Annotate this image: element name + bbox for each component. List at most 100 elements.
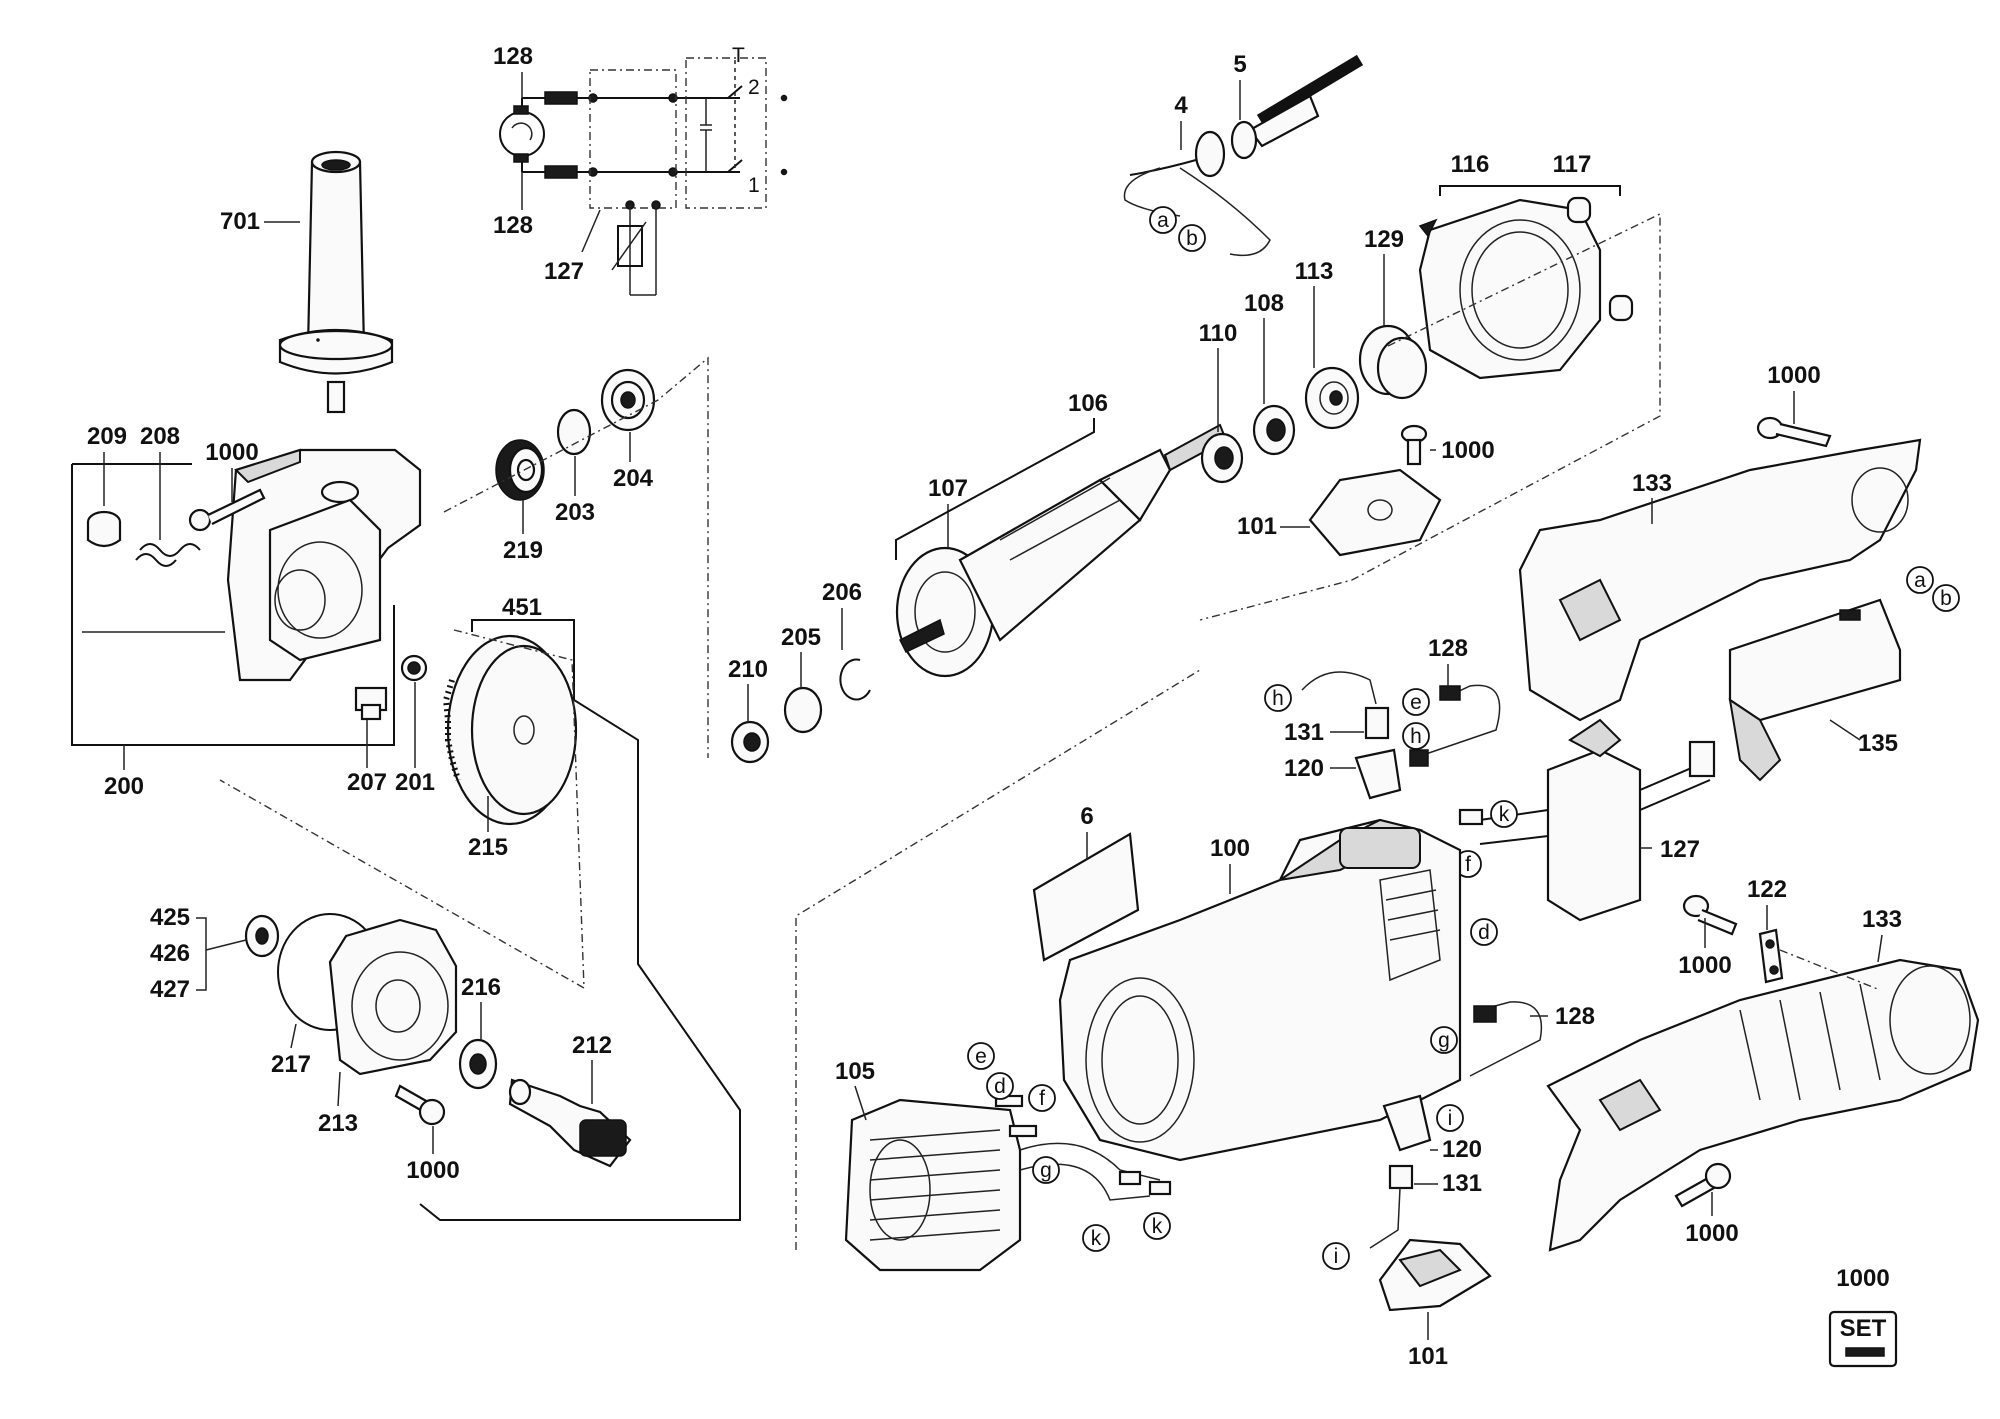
label-207: 207 [347,769,387,796]
label-128-upper: 128 [1428,635,1468,662]
conn-b2: b [1932,584,1960,612]
bearing-108 [1252,404,1296,456]
gear-housing [226,338,422,682]
conn-d2: d [986,1072,1014,1100]
side-handle [278,150,394,414]
connector-k-module: k [1499,803,1510,826]
label-6: 6 [1080,803,1093,830]
axis-line-housing [795,669,1201,1250]
label-101-top: 101 [1237,513,1277,540]
label-105: 105 [835,1058,875,1085]
screw-1000-flange [394,1084,446,1126]
label-205: 205 [781,624,821,651]
label-217: 217 [271,1051,311,1078]
label-128-schematic-top: 128 [493,43,533,70]
bearing-204 [600,368,656,432]
label-122: 122 [1747,876,1787,903]
motor-symbol [499,111,545,157]
field-105 [844,1094,1172,1272]
label-1000-set: 1000 [1836,1265,1889,1292]
connector-g-lower: g [1438,1029,1450,1052]
motor-housing-100 [1058,818,1462,1162]
label-1000-clip: 1000 [1678,952,1731,979]
connector-d-field: d [994,1075,1006,1098]
group-451-bracket [419,619,741,1221]
group-200-bracket [71,464,395,746]
switch-pos-1-label: 1 [748,174,760,197]
label-128-lower: 128 [1555,1003,1595,1030]
label-100: 100 [1210,835,1250,862]
label-1000-bottom: 1000 [1685,1220,1738,1247]
group-116-117-bracket [1439,185,1621,196]
motor-rotation-arrow [511,122,533,141]
connector-k-field-right: k [1152,1215,1163,1238]
label-209: 209 [87,423,127,450]
handle-shell-133 [1546,958,1980,1252]
flange-213 [328,918,458,1076]
label-5: 5 [1233,51,1246,78]
label-4: 4 [1174,92,1188,119]
connector-k-field-left: k [1091,1227,1102,1250]
label-1000-top: 1000 [1441,437,1494,464]
power-cable-5 [1230,54,1364,160]
pin-117-b [1608,294,1634,322]
label-127-schematic: 127 [544,258,584,285]
conn-a2: a [1906,566,1934,594]
label-213: 213 [318,1110,358,1137]
cable-clip-122 [1758,928,1784,984]
strain-relief-4 [1123,130,1271,257]
brush-wire-upper [1301,671,1501,800]
connector-i-lower: i [1334,1245,1339,1268]
group-106-bracket [895,418,1095,560]
label-133-upper: 133 [1632,470,1672,497]
label-206: 206 [822,579,862,606]
spring-and-cap [86,510,201,567]
label-200: 200 [104,773,144,800]
label-117: 117 [1553,151,1592,178]
label-203: 203 [555,499,595,526]
connector-h-lower: h [1410,725,1422,748]
label-212: 212 [572,1032,612,1059]
label-131-lower: 131 [1442,1170,1482,1197]
label-107: 107 [928,475,968,502]
armature-107 [895,423,1228,678]
pin-117 [1566,196,1592,224]
connector-b-cable: b [1186,227,1198,250]
connector-d-module: d [1478,921,1490,944]
label-208: 208 [140,423,180,450]
axis-line-spindle [443,356,709,758]
conn-i2: i [1322,1242,1350,1270]
conn-b1: b [1178,224,1206,252]
axis-line-armature [1199,212,1661,621]
label-120-lower: 120 [1442,1136,1482,1163]
connector-f-field: f [1039,1087,1045,1110]
conn-g1: g [1032,1156,1060,1184]
switch-135 [1728,598,1902,782]
pin-207 [354,686,388,721]
label-108: 108 [1244,290,1284,317]
connector-i-upper: i [1448,1107,1453,1130]
label-204: 204 [613,465,654,492]
bush-201 [400,654,428,682]
suppressor-box [589,69,677,209]
screw-1000-top [1400,424,1428,466]
label-128-schematic-bottom: 128 [493,212,533,239]
washer-203 [556,408,592,456]
circlip-206 [839,658,871,701]
connector-b-switch: b [1940,587,1952,610]
label-219: 219 [503,537,543,564]
conn-a1: a [1149,206,1177,234]
washer-205 [783,686,823,734]
bearing-110 [1200,432,1244,484]
conn-g2: g [1430,1026,1458,1054]
screw-1000-housing [188,488,266,532]
brush-bottom [513,153,529,163]
connector-g-field: g [1040,1159,1052,1182]
label-116: 116 [1451,151,1490,178]
screw-1000-bottom [1674,1162,1732,1208]
connector-e-field: e [975,1045,987,1068]
module-127 [1458,718,1716,922]
axis-line-gear [219,629,585,990]
